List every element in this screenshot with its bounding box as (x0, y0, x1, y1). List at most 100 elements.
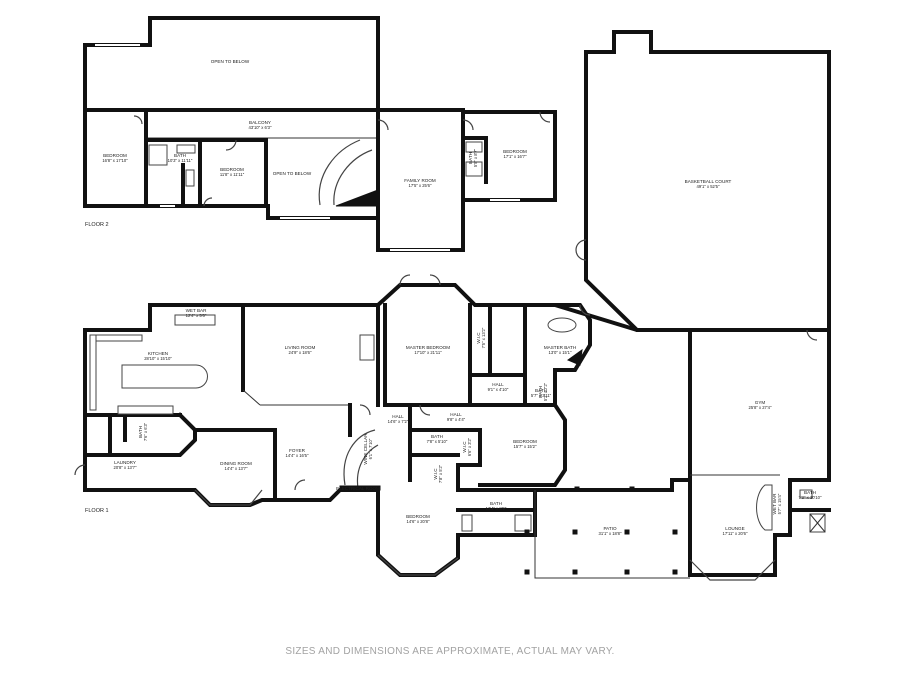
room-name: BEDROOM (220, 167, 244, 172)
room-dimensions: 17'10" x 21'11" (414, 350, 442, 355)
room-dimensions: 6'6" x 3'2" (467, 437, 472, 456)
room-name: BATH (535, 388, 547, 393)
room-name: MASTER BATH (544, 345, 576, 350)
room-dimensions: 14'4" x 13'7" (225, 466, 248, 471)
room-dimensions: 6'1" x 7'10" (368, 438, 373, 459)
floor-2-plan (83, 16, 557, 252)
room-dimensions: 28'10" x 15'10" (144, 356, 172, 361)
room-dimensions: 13'0" x 15'1" (549, 350, 572, 355)
room-dimensions: 5'2" x 7'2" (543, 382, 548, 401)
room-dimensions: 25'8" x 27'4" (749, 405, 772, 410)
room-name: BATH (490, 501, 502, 506)
room-name: LAUNDRY (114, 460, 136, 465)
floor-1-label: FLOOR 1 (85, 508, 109, 514)
room-dimensions: 7'8" x 5'2" (438, 464, 443, 483)
room-name: PATIO (603, 526, 617, 531)
room-name: WET BAR (772, 493, 777, 515)
room-name: WINE CELLAR (363, 433, 368, 465)
floor-2-label: FLOOR 2 (85, 222, 109, 228)
room-name: LOUNGE (725, 526, 744, 531)
room-name: ELECTRICAL ROOM (336, 486, 380, 491)
room-dimensions: 7'8" x 5'10" (427, 439, 448, 444)
room-dimensions: 24'9" x 18'6" (289, 350, 312, 355)
room-name: W.I.C (462, 441, 467, 453)
room-label: ELECTRICAL ROOM (336, 486, 380, 491)
room-name: OPEN TO BELOW (273, 171, 312, 176)
room-dimensions: 5'5" x 8'7" (473, 148, 478, 167)
room-dimensions: 13'4" x 8'9" (486, 506, 507, 511)
room-label: OPEN TO BELOW (211, 59, 250, 64)
room-name: BATH (804, 490, 816, 495)
room-name: HALL (450, 412, 462, 417)
room-name: BASKETBALL COURT (685, 179, 732, 184)
room-dimensions: 14'4" x 16'5" (286, 453, 309, 458)
room-dimensions: 16'8" x 17'10" (102, 158, 128, 163)
room-dimensions: 14'6" x 7'2" (388, 419, 409, 424)
room-dimensions: 14'6" x 20'8" (407, 519, 430, 524)
room-dimensions: 5'7" x 3'11" (531, 393, 552, 398)
room-name: OPEN TO BELOW (211, 59, 250, 64)
room-name: HALL (392, 414, 404, 419)
room-name: BEDROOM (513, 439, 537, 444)
room-name: BEDROOM (406, 514, 430, 519)
room-dimensions: 9'1" x 4'10" (488, 387, 509, 392)
room-dimensions: 17'5" x 25'6" (409, 183, 432, 188)
room-dimensions: 17'1" x 16'7" (504, 154, 527, 159)
floor-1-plan (74, 274, 831, 581)
room-name: BATH (431, 434, 443, 439)
room-name: W.I.C (476, 332, 481, 344)
basketball-court-area (575, 30, 831, 332)
room-name: DINING ROOM (220, 461, 252, 466)
room-dimensions: 17'11" x 20'6" (723, 531, 748, 536)
room-name: MASTER BEDROOM (406, 345, 450, 350)
room-dimensions: 20'8" x 13'7" (114, 465, 137, 470)
room-dimensions: 43'10" x 6'3" (249, 125, 272, 130)
room-name: BATH (538, 386, 543, 398)
room-name: BATH (138, 426, 143, 438)
room-name: KITCHEN (148, 351, 168, 356)
room-name: BALCONY (249, 120, 271, 125)
room-name: FAMILY ROOM (404, 178, 436, 183)
room-name: BEDROOM (503, 149, 527, 154)
room-dimensions: 9'8" x 4'4" (447, 417, 466, 422)
room-dimensions: 49'1" x 52'5" (697, 184, 720, 189)
room-name: FOYER (289, 448, 306, 453)
room-name: GYM (755, 400, 766, 405)
room-name: LIVING ROOM (285, 345, 316, 350)
room-dimensions: 12'4" x 5'6" (186, 313, 207, 318)
room-name: WET BAR (186, 308, 208, 313)
room-dimensions: 10'3" x 11'11" (168, 158, 193, 163)
footer-disclaimer: SIZES AND DIMENSIONS ARE APPROXIMATE, AC… (285, 646, 614, 657)
room-name: BATH (468, 152, 473, 164)
